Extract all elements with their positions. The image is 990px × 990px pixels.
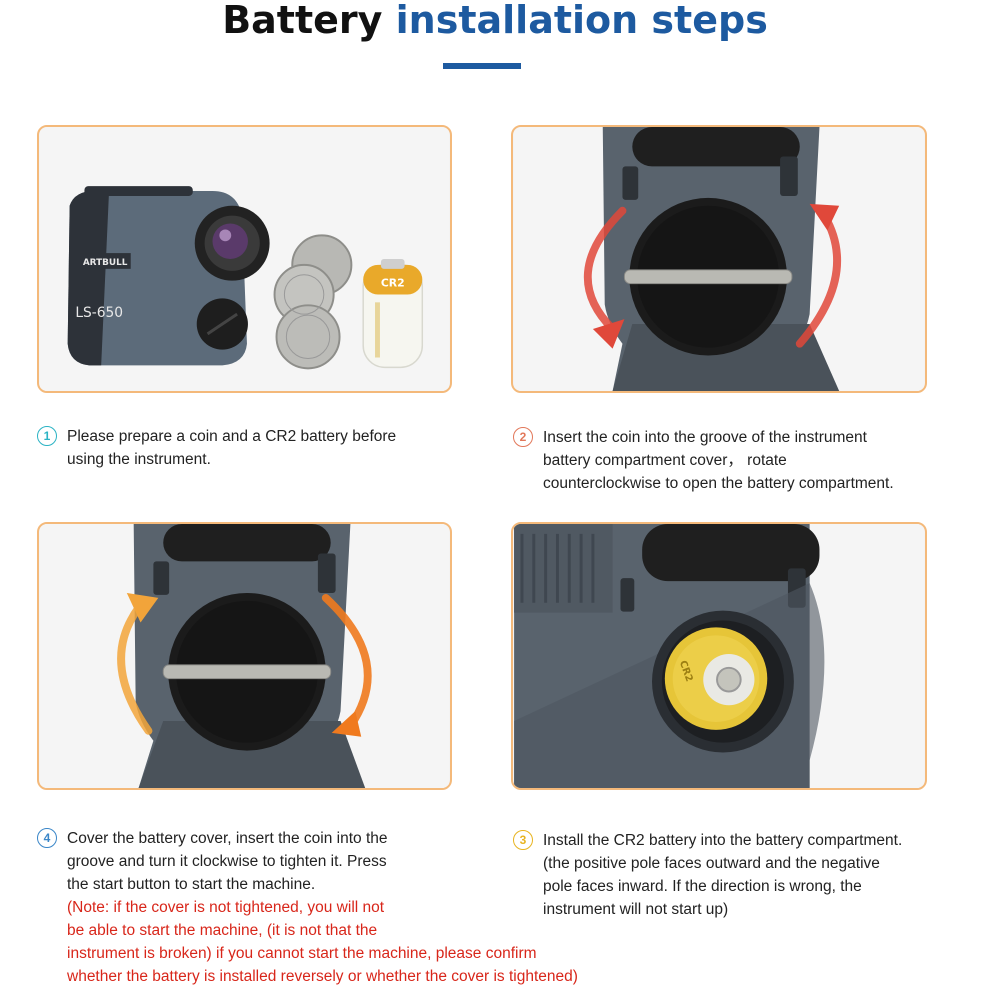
step-2-number: 2 [513, 427, 533, 447]
step-3-instruction: 3 Install the CR2 battery into the batte… [513, 829, 902, 921]
device-model: LS-650 [75, 305, 123, 321]
step-3-line: instrument will not start up) [543, 901, 729, 918]
step-1-instruction: 1 Please prepare a coin and a CR2 batter… [37, 425, 396, 471]
title-part-2: installation steps [395, 0, 768, 42]
step-1-number: 1 [37, 426, 57, 446]
step-1-line: using the instrument. [67, 451, 211, 468]
step-1-line: Please prepare a coin and a CR2 battery … [67, 428, 397, 445]
step-3-line: pole faces inward. If the direction is w… [543, 878, 862, 895]
step-4-line: the start button to start the machine. [67, 876, 316, 893]
title-part-1: Battery [222, 0, 383, 42]
step-4-note-line: whether the battery is installed reverse… [67, 968, 578, 985]
panel-step-1: ARTBULL LS-650 CR2 [37, 125, 452, 393]
panel-step-2 [511, 125, 927, 393]
step-4-note-line: be able to start the machine, (it is not… [67, 922, 378, 939]
step-4-instruction: 4 Cover the battery cover, insert the co… [37, 827, 578, 988]
step-2-line: Insert the coin into the groove of the i… [543, 429, 867, 446]
device-brand: ARTBULL [83, 258, 128, 268]
open-cover-illustration [514, 127, 924, 391]
battery-installed-illustration: CR2 [514, 524, 924, 788]
close-cover-illustration [40, 524, 449, 788]
rangefinder-with-coins-illustration: ARTBULL LS-650 CR2 [40, 127, 449, 391]
step-4-line: groove and turn it clockwise to tighten … [67, 853, 387, 870]
step-2-line: battery compartment cover， rotate [543, 452, 787, 469]
panel-step-4 [37, 522, 452, 790]
step-4-note-line: (Note: if the cover is not tightened, yo… [67, 899, 385, 916]
step-3-number: 3 [513, 830, 533, 850]
step-4-note-line: instrument is broken) if you cannot star… [67, 945, 537, 962]
step-2-instruction: 2 Insert the coin into the groove of the… [513, 426, 894, 495]
page-title: Battery installation steps [0, 0, 990, 40]
step-4-line: Cover the battery cover, insert the coin… [67, 830, 388, 847]
battery-label: CR2 [381, 277, 405, 290]
panel-step-3: CR2 [511, 522, 927, 790]
step-3-line: Install the CR2 battery into the battery… [543, 832, 903, 849]
step-4-number: 4 [37, 828, 57, 848]
step-2-line: counterclockwise to open the battery com… [543, 475, 894, 492]
step-3-line: (the positive pole faces outward and the… [543, 855, 880, 872]
title-underline [443, 63, 521, 69]
